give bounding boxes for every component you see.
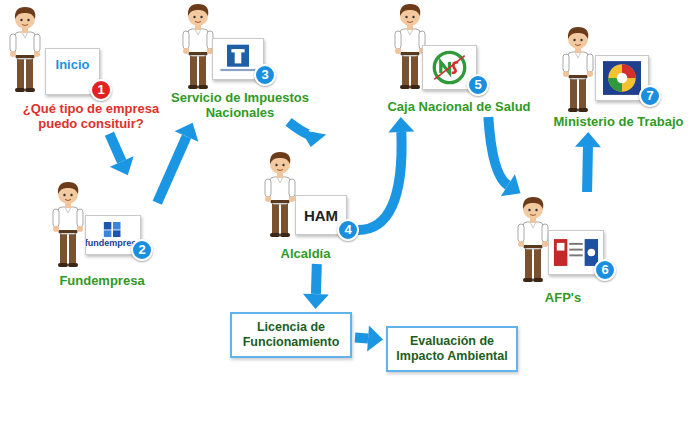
logo-icon <box>216 42 260 76</box>
flow-arrow <box>303 264 329 309</box>
arrow-shaft <box>582 147 593 192</box>
callout-number: 7 <box>639 85 661 107</box>
flow-arrow <box>356 117 414 230</box>
step-label: Caja Nacional de Salud <box>378 99 540 114</box>
logo-icon <box>426 49 473 86</box>
step-group: Caja Nacional de Salud <box>378 2 540 114</box>
arrow-head <box>367 326 383 352</box>
flow-arrow <box>109 134 133 176</box>
callout-number: 1 <box>90 79 112 101</box>
person-figure <box>515 195 551 283</box>
arrow-shaft <box>109 134 121 162</box>
person-figure <box>7 5 43 93</box>
callout-number: 3 <box>254 64 276 86</box>
person-figure <box>180 2 216 90</box>
callout-number: 2 <box>131 239 153 261</box>
arrow-shaft <box>356 132 402 230</box>
logo-icon <box>103 221 123 238</box>
person-figure <box>50 180 86 268</box>
arrow-head <box>110 156 134 175</box>
step-label: AFP's <box>513 290 613 305</box>
flow-arrow <box>575 132 601 192</box>
step-group: AFP's <box>513 195 613 305</box>
arrow-shaft <box>488 117 508 185</box>
callout-number: 5 <box>467 74 489 96</box>
flow-arrow <box>355 326 383 352</box>
arrow-shaft <box>157 136 186 202</box>
step-label: Alcaldía <box>258 246 353 261</box>
box-text: Licencia de Funcionamiento <box>238 320 344 350</box>
process-box: Licencia de Funcionamiento <box>230 312 352 358</box>
box-text: Evaluación de Impacto Ambiental <box>394 334 510 364</box>
callout-number: 6 <box>594 259 616 281</box>
person-figure <box>560 25 596 113</box>
step-label: Ministerio de Trabajo <box>543 114 694 129</box>
logo-icon <box>552 234 600 271</box>
logo-text: HAM <box>304 207 338 224</box>
arrow-head <box>501 174 521 196</box>
arrow-shaft <box>355 333 368 344</box>
step-label: Servicio de Impuestos Nacionales <box>163 90 317 120</box>
callout-number: 4 <box>337 219 359 241</box>
step-group: fundempresaFundempresa <box>48 178 156 288</box>
arrow-shaft <box>311 264 322 294</box>
flow-arrow <box>488 117 520 196</box>
flow-arrow <box>289 122 327 147</box>
process-box: Evaluación de Impacto Ambiental <box>386 326 518 372</box>
arrow-head <box>303 294 329 309</box>
logo-icon <box>599 59 645 97</box>
flow-arrow <box>157 123 198 203</box>
step-group: Inicio ¿Qué tipo de empresa puedo consitu… <box>5 5 177 131</box>
step-label: Fundempresa <box>48 273 156 288</box>
step-group: HAM Alcaldía <box>258 150 353 261</box>
step-group: Servicio de Impuestos Nacionales <box>163 2 317 120</box>
arrow-head <box>388 117 414 132</box>
arrow-head <box>175 123 199 142</box>
logo-text: Inicio <box>56 57 90 72</box>
question-text: ¿Qué tipo de empresa puedo consituir? <box>5 101 177 131</box>
step-group: Ministerio de Trabajo <box>543 25 694 129</box>
person-figure <box>262 150 298 238</box>
arrow-head <box>301 130 327 147</box>
arrow-head <box>575 132 601 147</box>
